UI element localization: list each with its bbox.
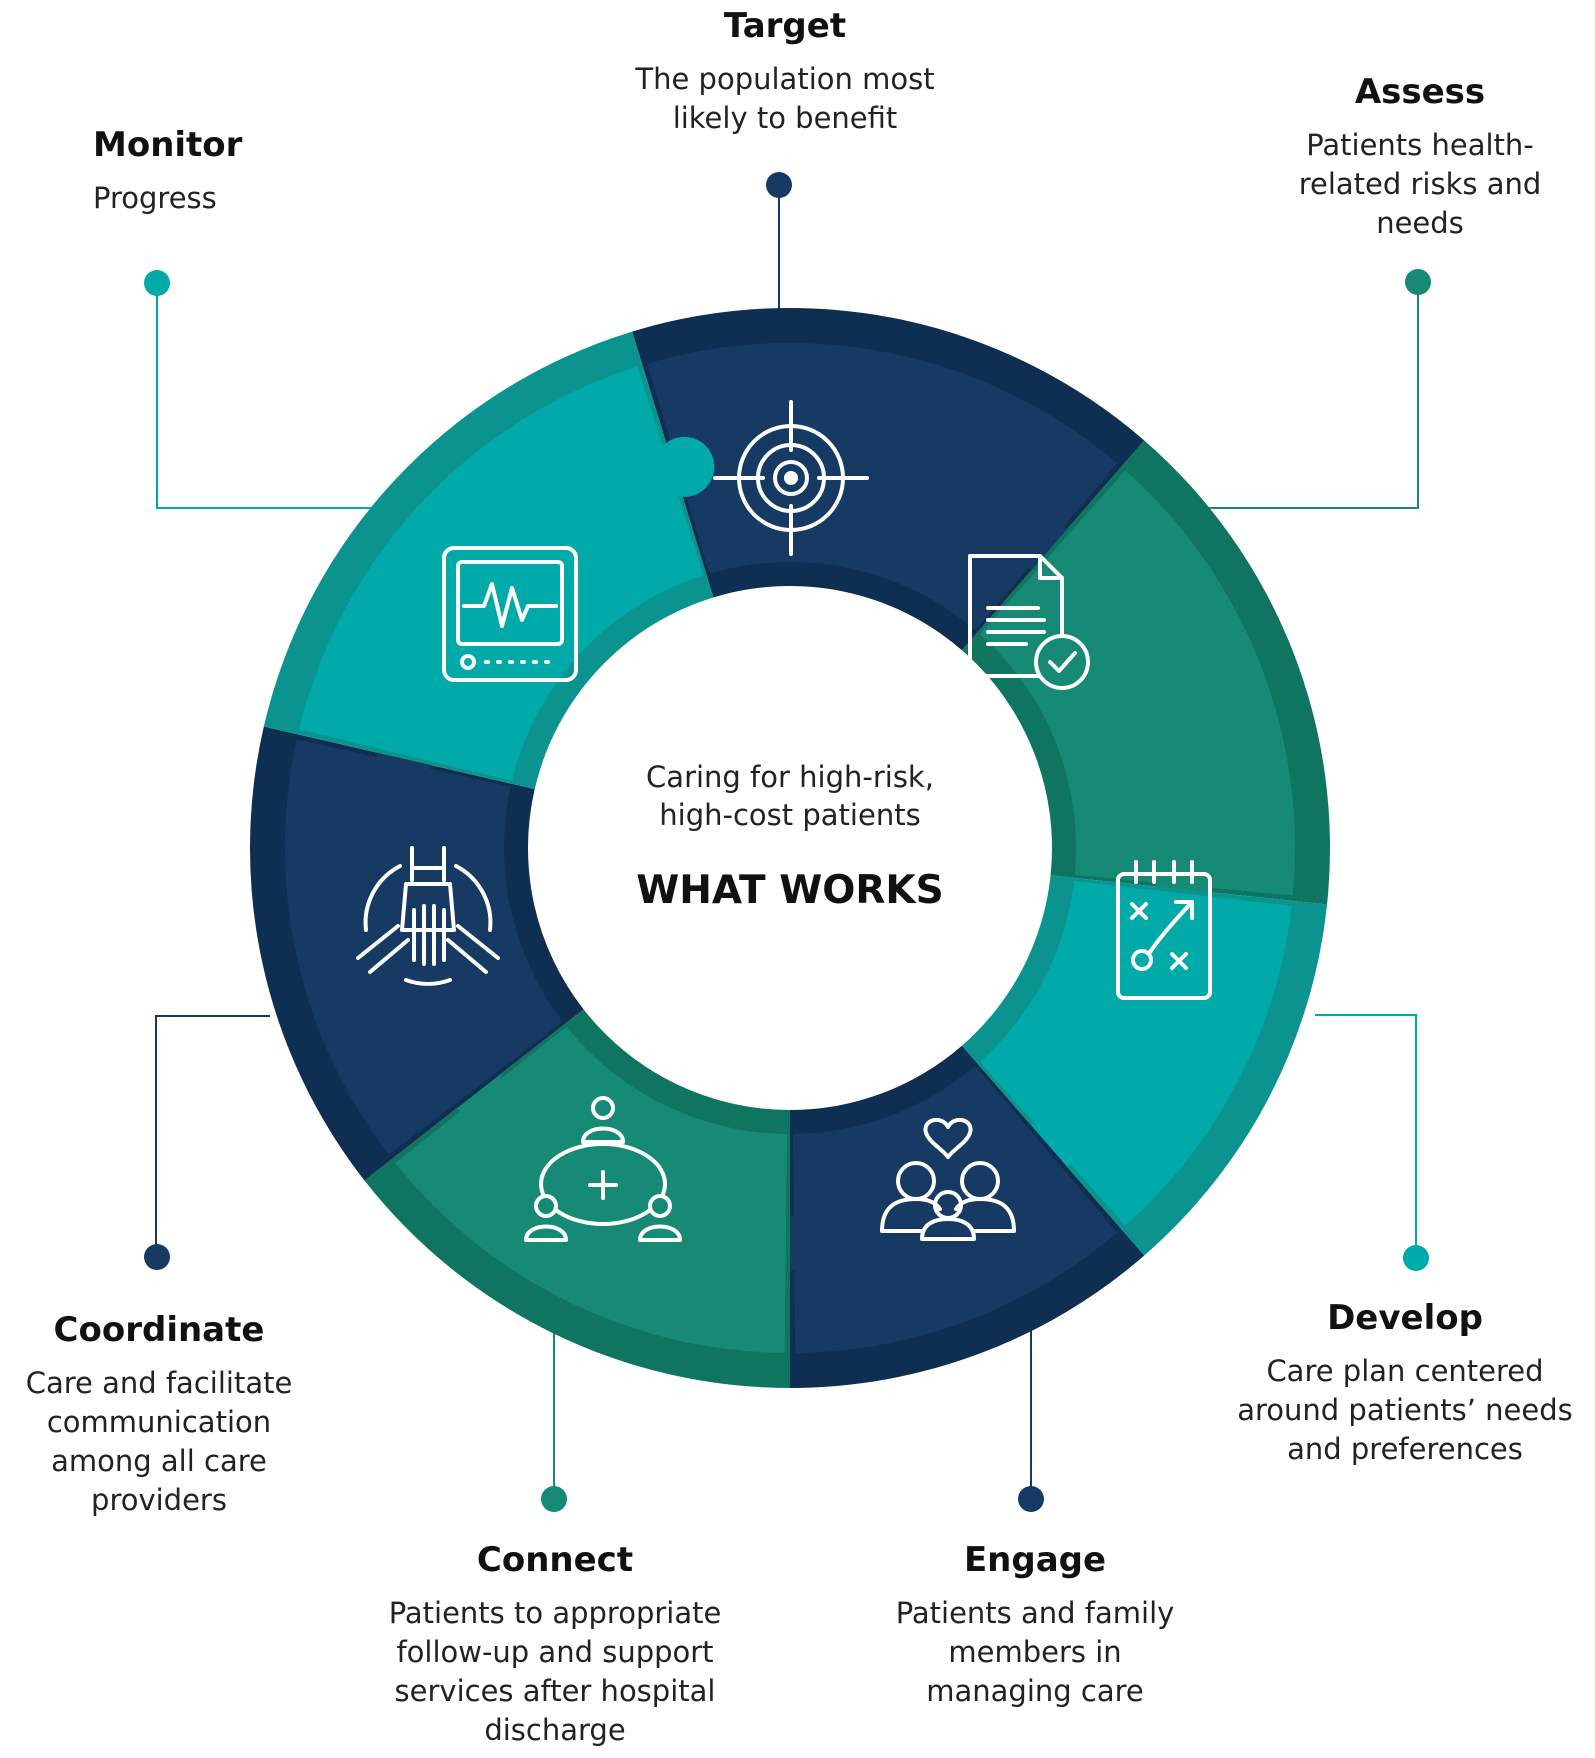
title-coordinate: Coordinate [53,1310,265,1350]
dot-monitor [144,270,170,296]
segment-target [647,342,1118,631]
label-engage: Engage Patients and family members in ma… [870,1540,1200,1711]
label-develop: Develop Care plan centered around patien… [1215,1298,1595,1469]
label-assess: Assess Patients health-related risks and… [1270,72,1570,243]
dot-connect [541,1486,567,1512]
label-connect: Connect Patients to appropriate follow-u… [365,1540,745,1750]
strategy-board-icon [1116,860,1212,1000]
title-assess: Assess [1354,72,1486,112]
title-monitor: Monitor [93,125,243,165]
label-coordinate: Coordinate Care and facilitate communica… [0,1310,318,1520]
heart-monitor-icon [442,546,578,682]
connector-monitor [156,283,375,509]
dot-assess [1405,269,1431,295]
label-monitor: Monitor Progress [93,125,393,218]
hands-together-icon [356,846,500,986]
icons [356,400,1212,1242]
connector-develop [1315,1014,1417,1258]
title-develop: Develop [1327,1298,1483,1338]
center-title: WHAT WORKS [636,868,944,913]
dot-engage [1018,1486,1044,1512]
connector-dots [144,172,1431,1512]
dot-develop [1403,1245,1429,1271]
network-plus-icon [524,1096,682,1242]
document-check-icon [968,554,1090,690]
connector-coordinate [155,1015,270,1257]
segment-connect [395,1026,788,1353]
title-target: Target [723,6,847,46]
target-icon [713,400,869,556]
dot-coordinate [144,1244,170,1270]
segment-monitor [299,366,704,781]
label-target: Target The population most likely to ben… [600,6,970,138]
title-engage: Engage [963,1540,1107,1580]
title-connect: Connect [476,1540,634,1580]
center-subtitle: Caring for high-risk, high-cost patients [646,760,934,832]
family-heart-icon [880,1117,1016,1241]
desc-target: The population most likely to benefit [635,62,935,135]
puzzle-ring [249,308,1330,1388]
center-label: Caring for high-risk, high-cost patients… [560,670,1020,913]
puzzle-knob-monitor [654,436,715,497]
desc-assess: Patients health-related risks and needs [1298,128,1542,240]
center-circle [561,619,1019,1077]
desc-coordinate: Care and facilitate communication among … [25,1366,293,1517]
desc-connect: Patients to appropriate follow-up and su… [388,1596,722,1747]
connector-assess [1208,282,1419,509]
dot-target [766,172,792,198]
desc-monitor: Progress [93,181,217,215]
desc-engage: Patients and family members in managing … [895,1596,1175,1708]
desc-develop: Care plan centered around patients’ need… [1237,1354,1573,1466]
connector-lines [155,184,1419,1497]
